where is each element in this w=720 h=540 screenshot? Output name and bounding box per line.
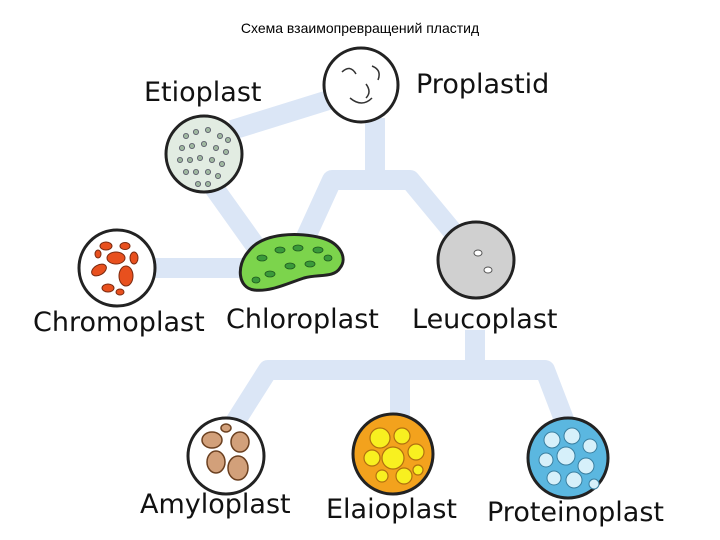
etioplast-cell (164, 114, 244, 194)
label-chromoplast: Chromoplast (33, 307, 205, 338)
leucoplast-cell (436, 220, 516, 300)
chromoplast-cell (77, 228, 157, 308)
elaioplast-cell (351, 412, 435, 496)
connector-lines (150, 88, 578, 436)
label-proplastid: Proplastid (416, 69, 549, 100)
amyloplast-cell (186, 416, 266, 496)
proteinoplast-cell (526, 416, 610, 500)
proplastid-cell (322, 46, 400, 124)
label-leucoplast: Leucoplast (412, 304, 558, 335)
label-proteinoplast: Proteinoplast (487, 497, 664, 528)
chloroplast-cell (238, 233, 345, 292)
diagram-title: Схема взаимопревращений пластид (240, 20, 480, 36)
label-etioplast: Etioplast (144, 77, 262, 108)
label-elaioplast: Elaioplast (326, 494, 457, 525)
label-chloroplast: Chloroplast (226, 304, 379, 335)
label-amyloplast: Amyloplast (140, 489, 291, 520)
